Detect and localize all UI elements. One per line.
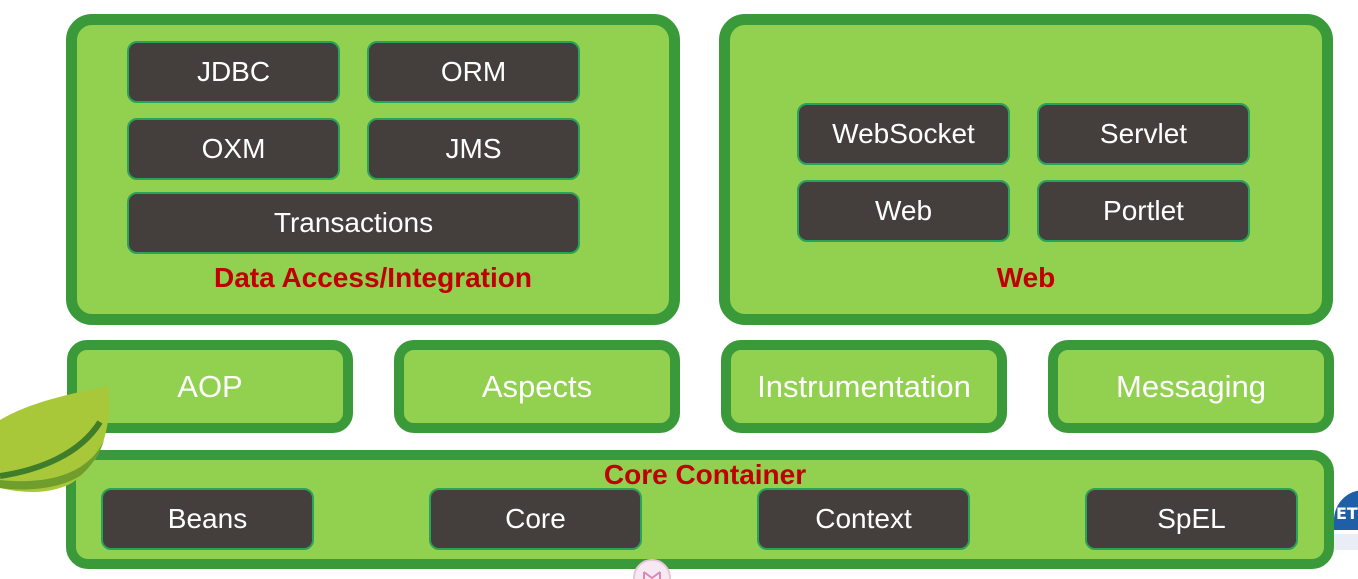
module-beans: Beans (101, 488, 314, 550)
module-servlet: Servlet (1037, 103, 1250, 165)
module-context: Context (757, 488, 970, 550)
module-websocket: WebSocket (797, 103, 1010, 165)
module-core: Core (429, 488, 642, 550)
module-messaging: Messaging (1048, 340, 1334, 433)
module-jms: JMS (367, 118, 580, 180)
module-oxm: OXM (127, 118, 340, 180)
core-container-title: Core Container (603, 459, 807, 490)
module-orm: ORM (367, 41, 580, 103)
module-aspects: Aspects (394, 340, 680, 433)
module-jdbc: JDBC (127, 41, 340, 103)
leaf-icon (0, 386, 109, 492)
module-transactions: Transactions (127, 192, 580, 254)
module-instrumentation: Instrumentation (721, 340, 1007, 433)
web-panel (719, 14, 1333, 325)
module-portlet: Portlet (1037, 180, 1250, 242)
logo-fragment: ET (1334, 490, 1358, 554)
module-web: Web (797, 180, 1010, 242)
module-spel: SpEL (1085, 488, 1298, 550)
mail-badge-icon (633, 559, 671, 579)
web-title: Web (996, 262, 1056, 293)
data-access-integration-title: Data Access/Integration (214, 262, 532, 293)
module-aop: AOP (67, 340, 353, 433)
